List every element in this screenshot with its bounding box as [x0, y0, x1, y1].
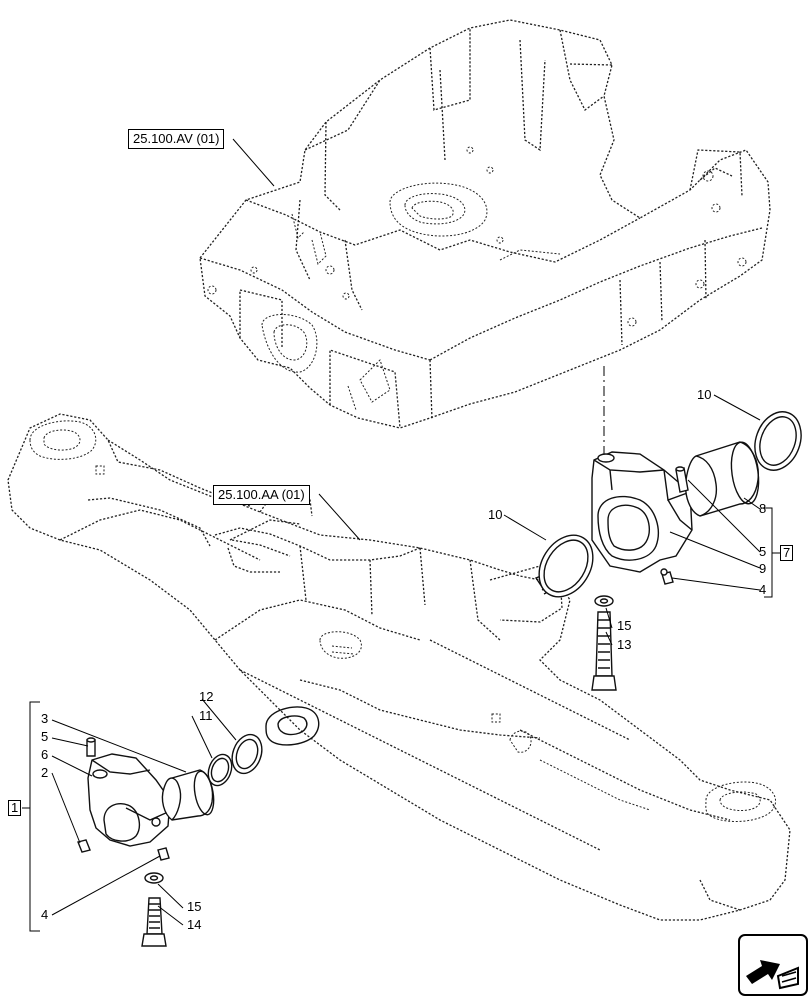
callout-rear-pin-5: 5 [759, 544, 767, 559]
group-box-front-support[interactable]: 1 [8, 800, 22, 816]
callout-front-ring-11: 11 [199, 708, 213, 723]
callout-front-bushing-3: 3 [41, 711, 49, 726]
callout-rear-bushing-8: 8 [759, 501, 767, 516]
leader-lines [22, 138, 780, 932]
callout-rear-bolt-13: 13 [617, 637, 632, 652]
callout-front-bolt-2: 2 [41, 765, 49, 780]
group-box-rear-support[interactable]: 7 [780, 545, 794, 561]
front-axle-support-assembly [77, 733, 263, 947]
frame-reference-link[interactable]: 25.100.AV (01) [128, 129, 225, 149]
callout-rear-ring-10-lower: 10 [488, 507, 503, 522]
rear-axle-support-assembly [538, 411, 802, 691]
callout-rear-washer-15: 15 [617, 618, 632, 633]
callout-rear-support-9: 9 [759, 561, 767, 576]
callout-rear-ring-10: 10 [697, 387, 712, 402]
callout-front-support-6: 6 [41, 747, 49, 762]
next-page-button[interactable] [738, 934, 808, 996]
callout-front-ring-12: 12 [199, 689, 214, 704]
callout-front-nipple-4: 4 [41, 907, 49, 922]
callout-rear-nipple-4: 4 [759, 582, 767, 597]
callout-front-pin-5: 5 [41, 729, 49, 744]
callout-front-bolt-14: 14 [187, 917, 202, 932]
callout-front-washer-15: 15 [187, 899, 202, 914]
next-page-arrow-icon [746, 960, 799, 990]
front-axle-housing [7, 413, 791, 921]
front-frame-support [199, 19, 771, 429]
axle-reference-link[interactable]: 25.100.AA (01) [213, 485, 310, 505]
